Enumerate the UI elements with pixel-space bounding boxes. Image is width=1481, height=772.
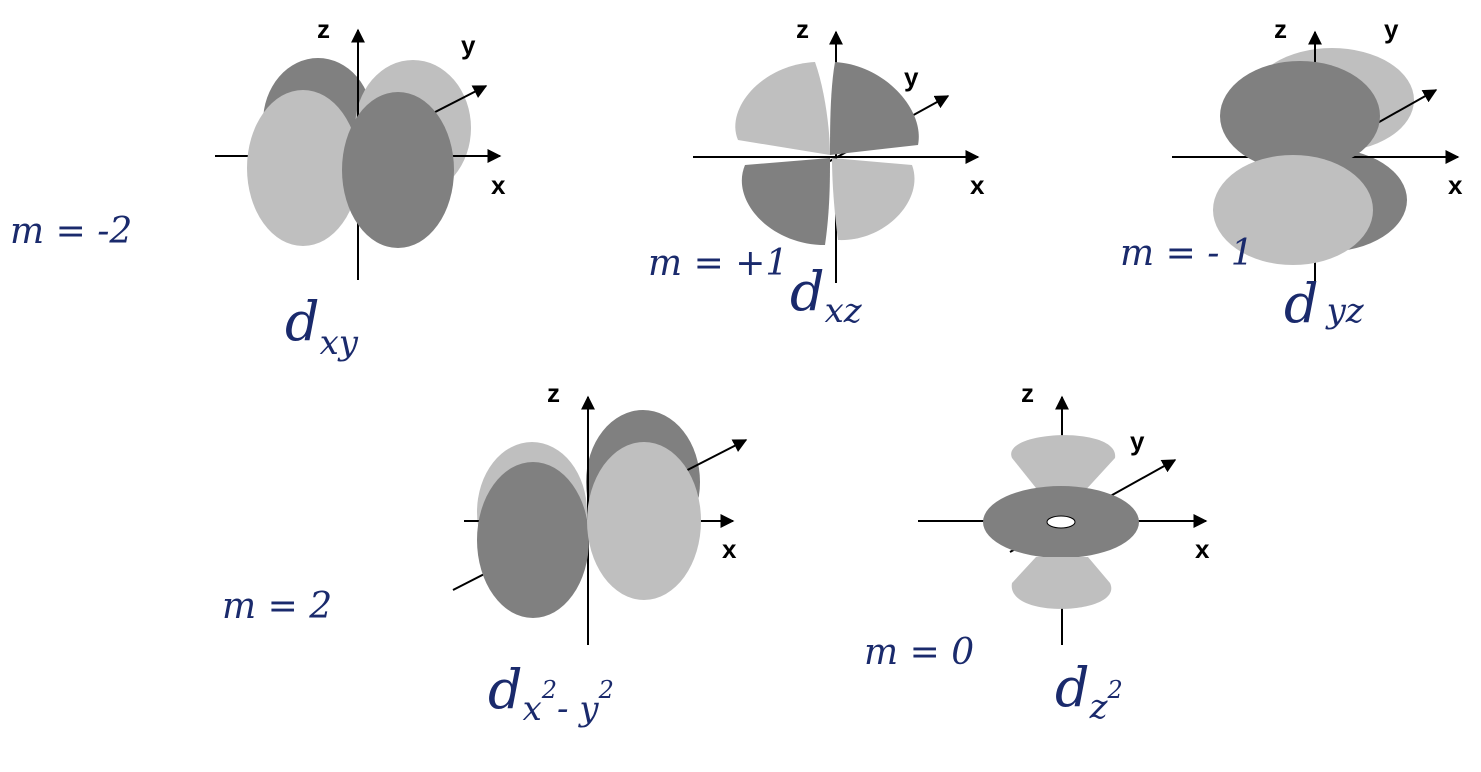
dxz-z-label: z — [796, 14, 809, 44]
dxy-name: dxy — [285, 290, 359, 363]
dxy-x-label: x — [491, 170, 506, 200]
orbital-dz2: z y x — [918, 378, 1210, 645]
orbital-dxy: z y x — [215, 14, 506, 280]
dxz-y-label: y — [904, 62, 919, 92]
dz2-torus-hole — [1046, 515, 1076, 529]
dx2y2-x-label: x — [722, 534, 737, 564]
dz2-lobe-bottom — [1011, 557, 1112, 609]
dx2y2-m-label: m = 2 — [222, 586, 332, 627]
dz2-z-label: z — [1021, 378, 1034, 408]
dxy-lobe-front-light — [247, 90, 359, 246]
dxz-lobe-upper-right — [830, 62, 919, 155]
dxz-lobe-upper-left — [735, 62, 830, 155]
dz2-lobe-top — [1011, 435, 1116, 518]
dz2-name: dz2 — [1055, 656, 1123, 727]
dyz-lobe-front-light — [1213, 155, 1373, 265]
dx2y2-name: dx2- y2 — [488, 658, 614, 729]
orbital-dx2y2: z x — [452, 378, 748, 645]
dxz-m-label: m = +1 — [648, 243, 788, 284]
dxz-lobe-lower-left — [741, 158, 830, 245]
dyz-x-label: x — [1448, 170, 1463, 200]
dx2y2-z-label: z — [547, 378, 560, 408]
dz2-m-label: m = 0 — [864, 632, 974, 673]
dxy-lobe-front-dark — [342, 92, 454, 248]
dx2y2-lobe-front-light — [587, 442, 701, 600]
dxz-name: dxz — [790, 260, 863, 331]
dz2-x-label: x — [1195, 534, 1210, 564]
dyz-y-label: y — [1384, 14, 1399, 44]
dx2y2-lobe-front-dark — [477, 462, 589, 618]
dyz-z-label: z — [1274, 14, 1287, 44]
dxy-z-label: z — [317, 14, 330, 44]
dxy-m-label: m = -2 — [10, 211, 132, 252]
dxz-lobe-lower-right — [832, 158, 915, 241]
dyz-m-label: m = - 1 — [1120, 233, 1254, 274]
dz2-y-label: y — [1130, 426, 1145, 456]
dyz-lobe-front-dark — [1220, 61, 1380, 171]
orbital-dyz: z y x — [1172, 14, 1463, 283]
orbital-dxz: z y x — [693, 14, 985, 283]
dxz-x-label: x — [970, 170, 985, 200]
dxy-y-label: y — [461, 30, 476, 60]
